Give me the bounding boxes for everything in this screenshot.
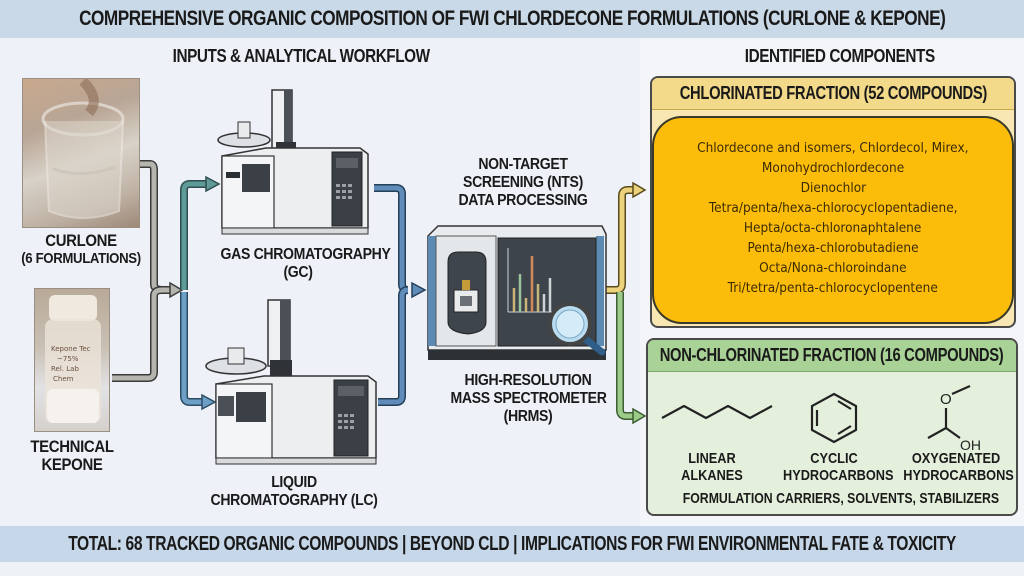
chlorinated-fraction-title: CHLORINATED FRACTION (52 COMPOUNDS): [679, 83, 987, 103]
hrms-arrowhead: [411, 281, 427, 299]
cyclic-hydrocarbons-label: CYCLIC HYDROCARBONS: [783, 450, 894, 484]
chlorinated-fraction-box: CHLORINATED FRACTION (52 COMPOUNDS) Chlo…: [650, 76, 1016, 328]
kepone-name-2: KEPONE: [41, 455, 103, 474]
gc-label-2: (GC): [283, 264, 313, 281]
merge-arrowhead: [169, 281, 184, 299]
lc-label-1: LIQUID: [271, 474, 317, 491]
vial-text-2: ~75%: [57, 355, 79, 363]
hydroxyl-label: OH: [960, 437, 981, 453]
benzene-ring-icon: [810, 392, 858, 444]
title-bar: COMPREHENSIVE ORGANIC COMPOSITION OF FWI…: [0, 0, 1024, 38]
compound-item: Chlordecone and isomers, Chlordecol, Mir…: [697, 140, 969, 156]
bottom-strip: [0, 562, 1024, 576]
input-arrow-curlone: [136, 160, 176, 294]
vial-text-1: Kepone Tec: [51, 345, 91, 353]
curlone-jar-photo: [22, 78, 140, 228]
components-heading: IDENTIFIED COMPONENTS: [744, 46, 935, 66]
linear-alkane-structure-icon: [661, 404, 773, 420]
oxygenated-hydrocarbons-label: OXYGENATED HYDROCARBONS: [903, 450, 1014, 484]
vial-icon: Kepone Tec ~75% Rel. Lab Chem: [45, 295, 101, 423]
molecule-structures: O OH: [661, 384, 981, 453]
vial-text-3: Rel. Lab: [51, 365, 79, 373]
diagram-title: COMPREHENSIVE ORGANIC COMPOSITION OF FWI…: [78, 7, 946, 30]
oxygenated-structure-icon: [927, 384, 971, 439]
non-chlorinated-fraction-header: NON-CHLORINATED FRACTION (16 COMPOUNDS): [648, 340, 1016, 372]
hrms-label-3: (HRMS): [503, 408, 553, 425]
hrms-label-2: MASS SPECTROMETER: [450, 390, 607, 407]
non-chlorinated-fraction-box: NON-CHLORINATED FRACTION (16 COMPOUNDS) …: [646, 338, 1018, 516]
vial-text-4: Chem: [53, 375, 74, 383]
arrow-to-chlorinated: [604, 186, 634, 294]
hrms-label: HIGH-RESOLUTION MASS SPECTROMETER (HRMS): [440, 372, 616, 426]
summary-footer: TOTAL: 68 TRACKED ORGANIC COMPOUNDS | BE…: [0, 526, 1024, 562]
components-heading-wrap: IDENTIFIED COMPONENTS: [690, 46, 990, 67]
input-arrow-kepone: [112, 286, 163, 382]
non-chlorinated-arrowhead: [632, 407, 647, 425]
arrow-lc-to-hrms: [378, 286, 409, 406]
workflow-heading-wrap: INPUTS & ANALYTICAL WORKFLOW: [150, 46, 450, 67]
kepone-name-1: TECHNICAL: [30, 437, 114, 456]
oxygen-label: O: [940, 391, 952, 408]
arrow-to-gc: [180, 180, 208, 290]
nts-label-2: SCREENING (NTS): [463, 174, 583, 191]
compound-item: Penta/hexa-chlorobutadiene: [747, 240, 919, 256]
carriers-note: FORMULATION CARRIERS, SOLVENTS, STABILIZ…: [682, 490, 1000, 507]
chlorinated-arrowhead: [632, 181, 647, 199]
gc-label: GAS CHROMATOGRAPHY (GC): [210, 246, 391, 282]
lc-instrument-icon: [205, 299, 377, 465]
gc-label-1: GAS CHROMATOGRAPHY: [220, 246, 391, 263]
nts-label: NON-TARGET SCREENING (NTS) DATA PROCESSI…: [440, 156, 606, 210]
compound-item: Hepta/octa-chloronaphtalene: [744, 220, 922, 236]
linear-alkanes-label: LINEAR ALKANES: [681, 450, 743, 484]
compound-item: Monohydrochlordecone: [761, 160, 905, 176]
nts-label-1: NON-TARGET: [478, 156, 568, 173]
chlorinated-compound-list: Chlordecone and isomers, Chlordecol, Mir…: [652, 116, 1014, 324]
compound-item: Octa/Nona-chloroindane: [759, 260, 907, 276]
curlone-count: (6 FORMULATIONS): [21, 250, 141, 267]
summary-text: TOTAL: 68 TRACKED ORGANIC COMPOUNDS | BE…: [68, 532, 956, 555]
compound-item: Tetra/penta/hexa-chlorocyclopentadiene,: [708, 200, 958, 216]
kepone-vial-photo: Kepone Tec ~75% Rel. Lab Chem: [34, 288, 110, 432]
arrow-to-lc: [180, 292, 204, 406]
nts-label-3: DATA PROCESSING: [458, 192, 588, 209]
hrms-label-1: HIGH-RESOLUTION: [464, 372, 592, 389]
magnifier-icon: [548, 302, 606, 356]
curlone-label: CURLONE (6 FORMULATIONS): [6, 232, 156, 268]
kepone-label: TECHNICAL KEPONE: [0, 438, 144, 474]
non-chlorinated-fraction-title: NON-CHLORINATED FRACTION (16 COMPOUNDS): [660, 345, 1004, 365]
gc-arrowhead: [205, 175, 221, 193]
arrow-to-non-chlorinated: [616, 292, 634, 420]
gc-instrument-icon: [217, 89, 369, 235]
hrms-instrument-icon: [427, 225, 607, 360]
lc-arrowhead: [201, 393, 217, 411]
curlone-name: CURLONE: [45, 231, 117, 250]
compound-item: Dienochlor: [800, 180, 866, 196]
jar-icon: [41, 79, 125, 219]
compound-item: Tri/tetra/penta-chlorocyclopentene: [727, 280, 939, 296]
lc-label-2: CHROMATOGRAPHY (LC): [210, 492, 378, 509]
workflow-heading: INPUTS & ANALYTICAL WORKFLOW: [172, 46, 430, 66]
lc-label: LIQUID CHROMATOGRAPHY (LC): [196, 474, 392, 510]
chlorinated-fraction-header: CHLORINATED FRACTION (52 COMPOUNDS): [652, 78, 1014, 110]
